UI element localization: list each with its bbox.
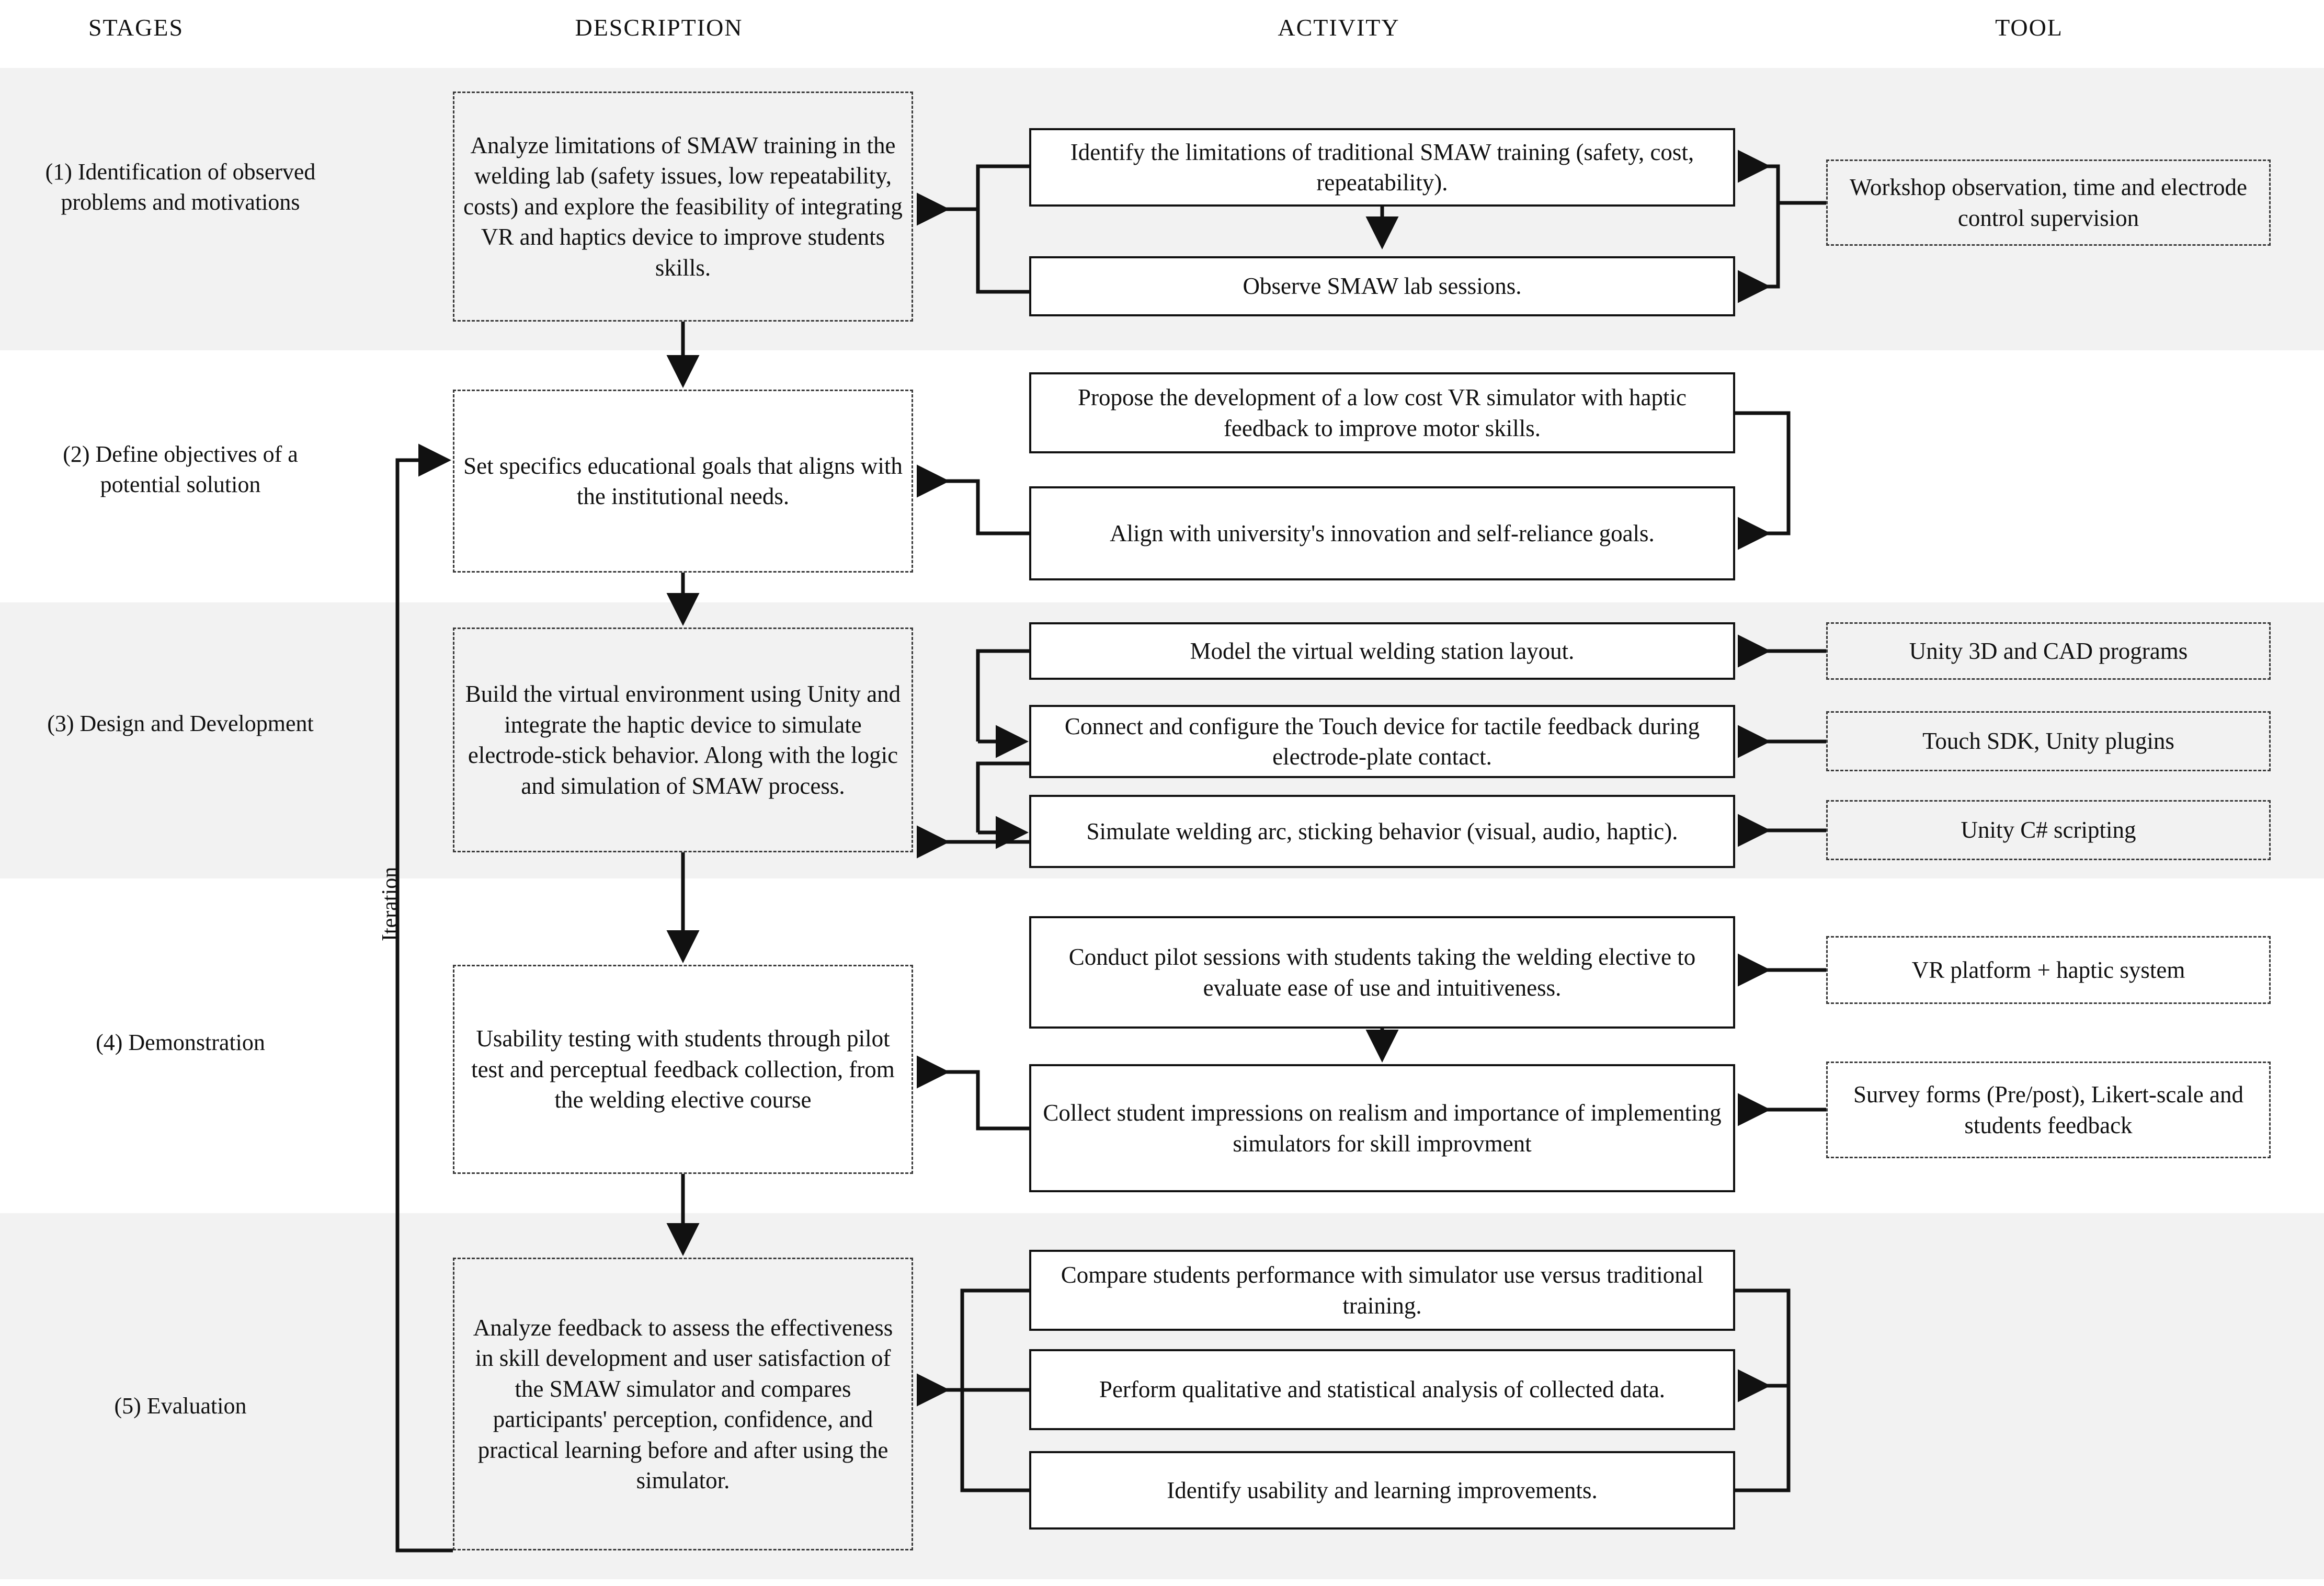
column-header-activity: ACTIVITY — [1278, 14, 1400, 41]
activity-box-4-2: Collect student impressions on realism a… — [1029, 1064, 1735, 1192]
activity-box-1-2: Observe SMAW lab sessions. — [1029, 256, 1735, 316]
column-header-description: DESCRIPTION — [575, 14, 743, 41]
activity-box-2-1: Propose the development of a low cost VR… — [1029, 372, 1735, 453]
description-box-5: Analyze feedback to assess the effective… — [453, 1258, 913, 1550]
tool-box-3-3: Unity C# scripting — [1826, 800, 2271, 860]
activity-box-1-1: Identify the limitations of traditional … — [1029, 128, 1735, 207]
stage-label-3: (3) Design and Development — [47, 711, 314, 736]
tool-box-4-1: VR platform + haptic system — [1826, 936, 2271, 1004]
tool-box-4-2: Survey forms (Pre/post), Likert-scale an… — [1826, 1062, 2271, 1158]
activity-box-3-2: Connect and configure the Touch device f… — [1029, 705, 1735, 778]
activity-box-2-2: Align with university's innovation and s… — [1029, 486, 1735, 580]
column-header-tool: TOOL — [1995, 14, 2063, 41]
activity-box-5-2: Perform qualitative and statistical anal… — [1029, 1349, 1735, 1430]
activity-box-5-3: Identify usability and learning improvem… — [1029, 1451, 1735, 1530]
column-header-stages: STAGES — [88, 14, 184, 41]
stage-label-2: (2) Define objectives of a potential sol… — [63, 441, 298, 498]
activity-box-4-1: Conduct pilot sessions with students tak… — [1029, 916, 1735, 1029]
tool-box-3-1: Unity 3D and CAD programs — [1826, 622, 2271, 680]
tool-box-1-1: Workshop observation, time and electrode… — [1826, 159, 2271, 246]
description-box-2: Set specifics educational goals that ali… — [453, 390, 913, 573]
activity-box-5-1: Compare students performance with simula… — [1029, 1250, 1735, 1331]
activity-box-3-3: Simulate welding arc, sticking behavior … — [1029, 795, 1735, 868]
tool-box-3-2: Touch SDK, Unity plugins — [1826, 711, 2271, 771]
description-box-3: Build the virtual environment using Unit… — [453, 627, 913, 852]
stage-label-4: (4) Demonstration — [96, 1030, 265, 1055]
description-box-1: Analyze limitations of SMAW training in … — [453, 92, 913, 322]
iteration-label: Iteration — [378, 866, 402, 941]
activity-box-3-1: Model the virtual welding station layout… — [1029, 622, 1735, 680]
stage-label-1: (1) Identification of observed problems … — [45, 159, 316, 215]
stage-label-5: (5) Evaluation — [114, 1393, 247, 1419]
description-box-4: Usability testing with students through … — [453, 965, 913, 1174]
